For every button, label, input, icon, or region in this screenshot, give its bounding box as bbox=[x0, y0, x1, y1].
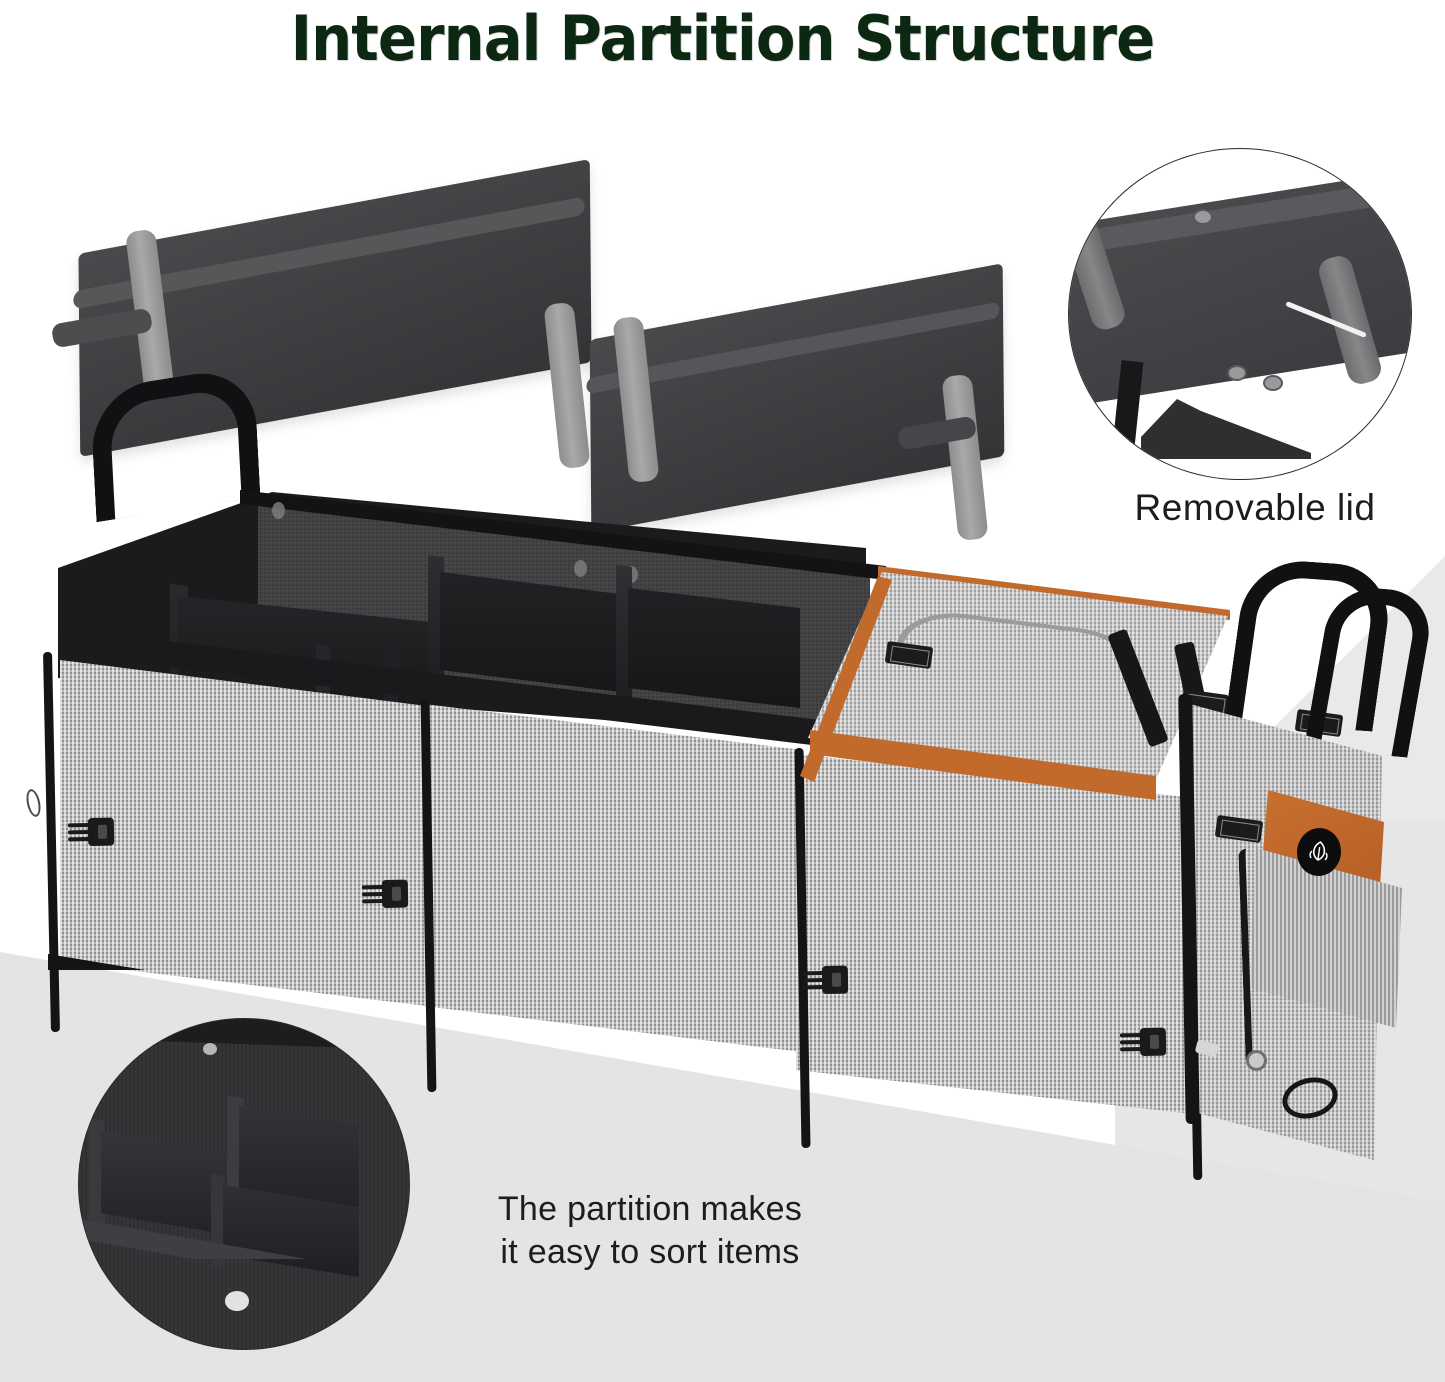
buckle-icon-4 bbox=[1119, 1027, 1167, 1057]
lid-panel-right bbox=[589, 263, 1005, 533]
inset-partition-grommet bbox=[225, 1291, 249, 1311]
callout-partition-line-1: The partition makes bbox=[497, 1190, 803, 1228]
buckle-icon-2 bbox=[361, 879, 409, 909]
fabric-panel-section-1 bbox=[60, 660, 427, 1006]
page-title: Internal Partition Structure bbox=[290, 2, 1156, 75]
buckle-icon-3 bbox=[801, 965, 849, 995]
inset-partition bbox=[78, 1018, 410, 1350]
brand-logo-icon bbox=[1293, 825, 1345, 879]
rivet-icon-3 bbox=[1263, 375, 1283, 391]
pocket-outline bbox=[1238, 843, 1419, 1065]
buckle-icon-1 bbox=[67, 817, 115, 847]
fabric-panel-section-3 bbox=[796, 754, 1194, 1114]
inset-lid-foot bbox=[1141, 399, 1311, 459]
rivet-icon-1 bbox=[1193, 209, 1213, 225]
callout-partition-line-2: it easy to sort items bbox=[500, 1232, 800, 1271]
fabric-panel-section-2 bbox=[424, 704, 802, 1052]
callout-partition-label: The partition makes it easy to sort item… bbox=[400, 1188, 900, 1273]
divider-wall-2 bbox=[440, 572, 620, 692]
snap-button-1 bbox=[272, 502, 285, 519]
grommet-icon bbox=[1246, 1050, 1267, 1071]
callout-removable-lid-label: Removable lid bbox=[1134, 487, 1376, 528]
d-ring-icon bbox=[24, 787, 43, 819]
inset-partition-snap bbox=[203, 1043, 217, 1055]
inset-removable-lid bbox=[1068, 148, 1412, 480]
divider-wall-3 bbox=[628, 588, 800, 708]
snap-button-2 bbox=[574, 560, 587, 577]
rivet-icon-2 bbox=[1227, 365, 1247, 381]
